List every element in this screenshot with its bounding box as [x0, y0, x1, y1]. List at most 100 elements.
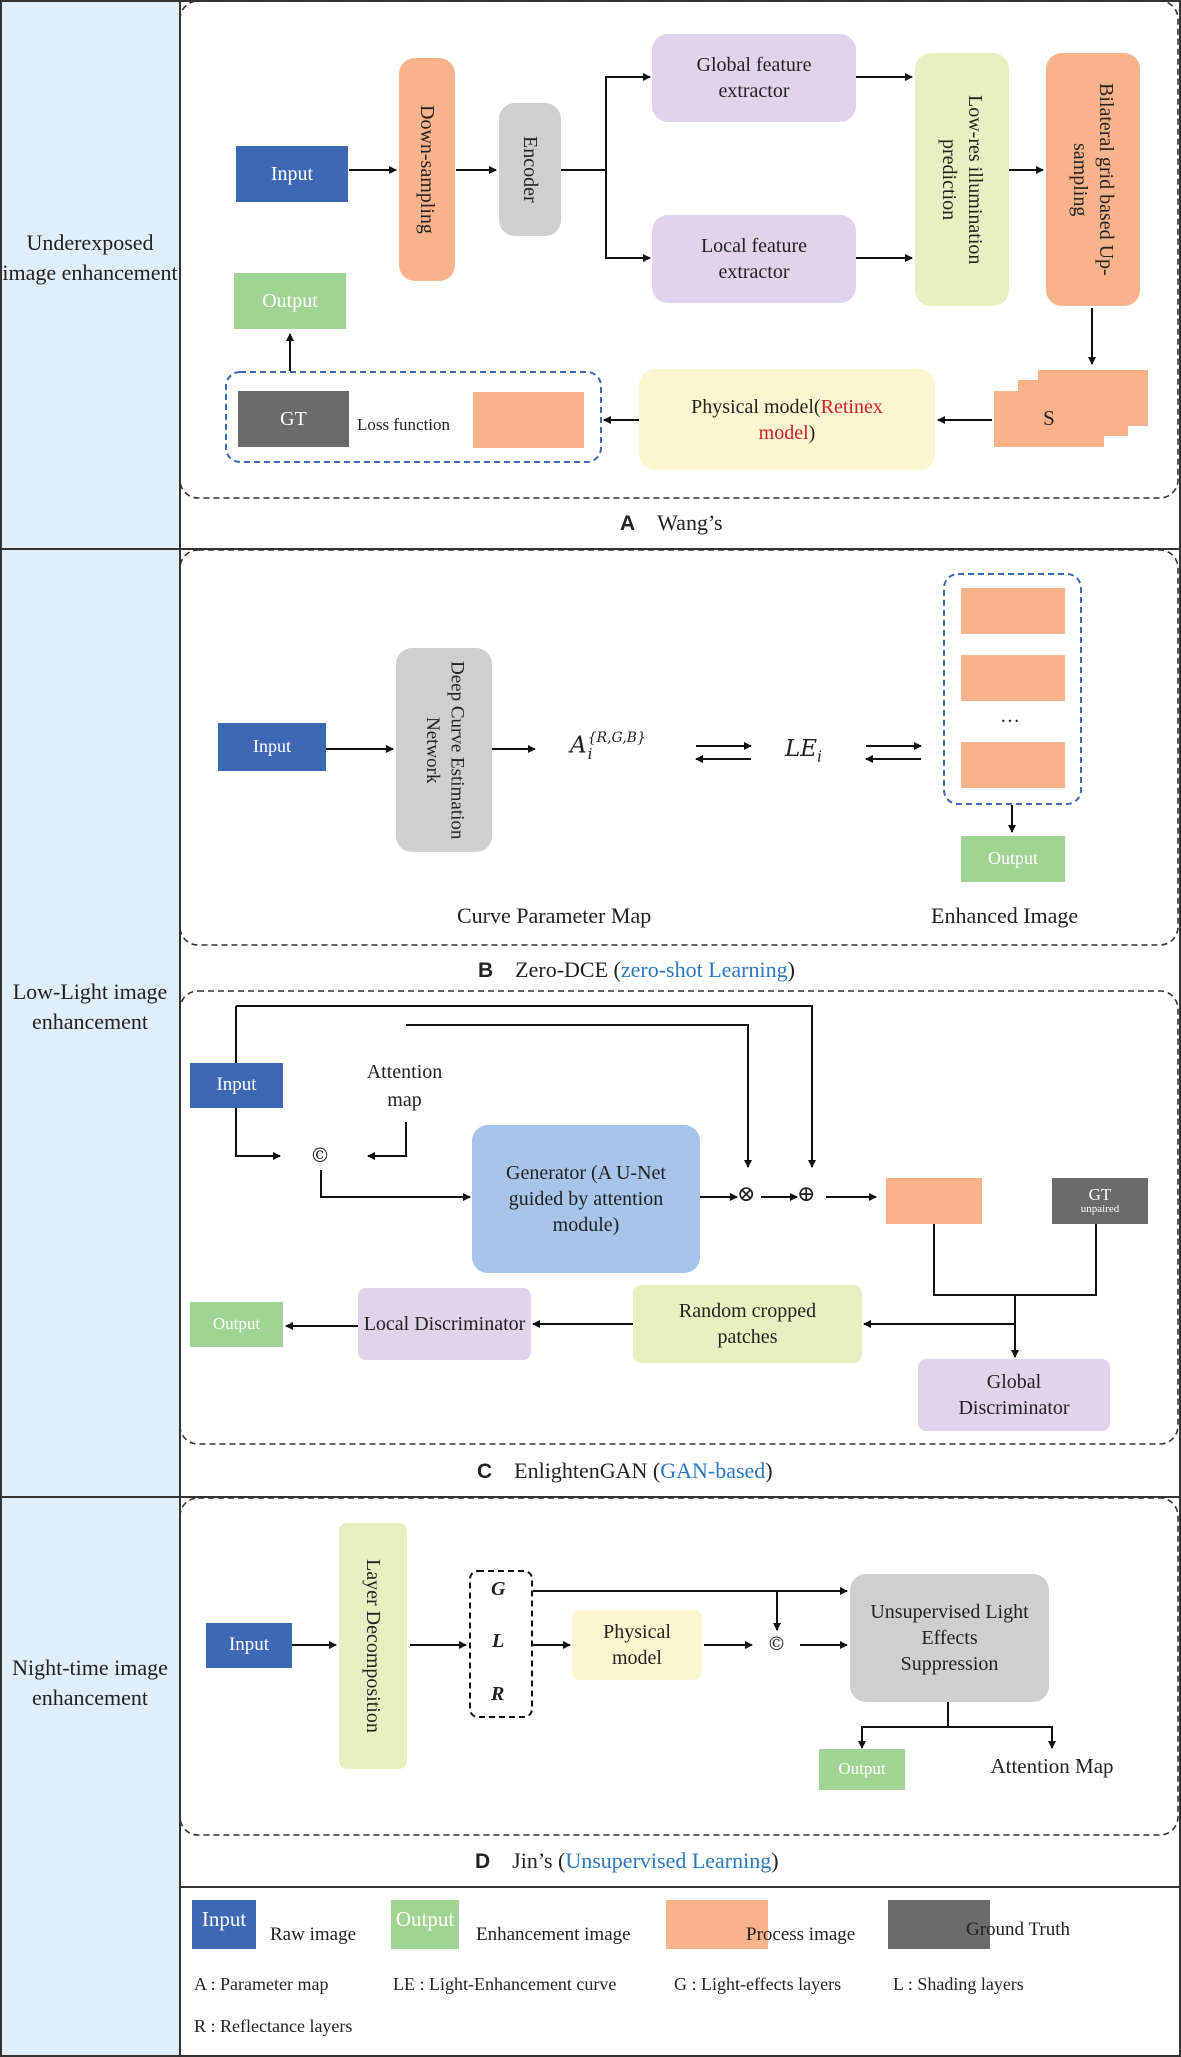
- b-parameter-symbol: A{R,G,B}i: [570, 730, 646, 763]
- layer-group: [469, 1570, 533, 1718]
- c-gt-sub-label: unpaired: [1080, 1203, 1120, 1216]
- a-retinex-label: Retinex model: [758, 395, 883, 444]
- d-attention-map-label: Attention Map: [990, 1754, 1114, 1778]
- c-global-disc-node: Global Discriminator: [918, 1359, 1110, 1431]
- c-concat-symbol: ©: [310, 1143, 330, 1167]
- b-letter: B: [478, 959, 494, 982]
- legend-def-a: A : Parameter map: [194, 1974, 329, 1994]
- side-label-night-time: Night-time image enhancement: [12, 1655, 168, 1710]
- a-encoder-label: Encoder: [519, 136, 541, 203]
- legend-process-swatch: [666, 1900, 768, 1949]
- a-process-image-node: [473, 392, 584, 448]
- legend-def-l: L : Shading layers: [893, 1974, 1024, 1994]
- c-output-node: Output: [190, 1302, 283, 1347]
- d-output-node: Output: [819, 1749, 905, 1790]
- a-low-res-node: Low-res illumination prediction: [915, 53, 1009, 306]
- b-curve-param-map-label: Curve Parameter Map: [457, 903, 652, 928]
- c-multiply-symbol: ⊗: [737, 1182, 756, 1207]
- b-le-symbol: LEi: [785, 736, 822, 766]
- b-param-sup: {R,G,B}: [587, 730, 646, 746]
- c-letter: C: [477, 1460, 493, 1483]
- b-ellipsis: …: [1000, 705, 1020, 727]
- d-caption: D Jin’s (Unsupervised Learning): [475, 1848, 779, 1874]
- b-param-sub: i: [587, 745, 593, 764]
- d-g-label: G: [491, 1578, 506, 1600]
- enhanced-image-group: [943, 573, 1082, 805]
- d-caption-end: ): [771, 1848, 779, 1873]
- d-r-label: R: [491, 1683, 505, 1705]
- panel-b-frame: [179, 549, 1179, 946]
- a-physical-model-suffix: ): [808, 421, 816, 444]
- panel-d-frame: [179, 1497, 1179, 1836]
- a-caption-text: Wang’s: [657, 510, 723, 535]
- b-network-label: Deep Curve Estimation Network: [422, 660, 468, 840]
- a-down-sampling-node: Down-sampling: [399, 58, 455, 281]
- d-letter: D: [475, 1850, 491, 1873]
- a-caption: A Wang’s: [620, 510, 723, 536]
- a-local-feature-node: Local feature extractor: [652, 215, 856, 303]
- b-enhanced-image-3: [961, 742, 1065, 788]
- side-label-low-light: Low-Light image enhancement: [12, 979, 168, 1034]
- c-random-patches-node: Random cropped patches: [633, 1285, 862, 1363]
- a-physical-model-prefix: Physical model(: [691, 395, 821, 418]
- legend-ground-truth-swatch: [888, 1900, 990, 1949]
- c-caption-main: EnlightenGAN (: [514, 1458, 661, 1483]
- a-s-node: S: [994, 391, 1104, 447]
- d-concat-symbol: ©: [767, 1633, 786, 1655]
- b-network-node: Deep Curve Estimation Network: [396, 648, 492, 852]
- d-physical-model-node: Physical model: [572, 1610, 702, 1680]
- d-suppression-node: Unsupervised Light Effects Suppression: [850, 1574, 1049, 1702]
- legend-enhancement-image-label: Enhancement image: [476, 1924, 631, 1945]
- d-caption-main: Jin’s (: [512, 1848, 566, 1873]
- a-loss-function-label: Loss function: [357, 415, 451, 434]
- c-add-symbol: ⊕: [797, 1182, 816, 1207]
- d-l-label: L: [492, 1630, 505, 1652]
- d-layer-decomp-node: Layer Decomposition: [339, 1523, 407, 1769]
- legend-def-le: LE : Light-Enhancement curve: [393, 1974, 617, 1994]
- a-bilateral-label: Bilateral grid based Up-sampling: [1069, 83, 1117, 276]
- b-enhanced-image-1: [961, 588, 1065, 634]
- c-attention-map-label: Attention map: [366, 1061, 443, 1111]
- a-low-res-label: Low-res illumination prediction: [938, 94, 986, 265]
- side-label-underexposed: Underexposed image enhancement: [2, 230, 178, 285]
- c-generator-node: Generator (A U-Net guided by attention m…: [472, 1125, 700, 1273]
- a-down-sampling-label: Down-sampling: [416, 105, 438, 234]
- b-param-base: A: [570, 732, 587, 759]
- c-caption-highlight: GAN-based: [660, 1458, 766, 1483]
- a-encoder-node: Encoder: [499, 103, 561, 236]
- a-bilateral-node: Bilateral grid based Up-sampling: [1046, 53, 1140, 306]
- c-process-image-node: [886, 1178, 982, 1224]
- b-output-node: Output: [961, 836, 1065, 882]
- legend-def-r: R : Reflectance layers: [194, 2016, 353, 2036]
- legend-output-swatch: Output: [391, 1900, 459, 1949]
- sidebar-background: [0, 0, 180, 2057]
- b-le-base: LE: [785, 736, 818, 762]
- legend-ground-truth-label: Ground Truth: [966, 1919, 1070, 1940]
- d-input-node: Input: [206, 1623, 292, 1668]
- b-enhanced-image-2: [961, 655, 1065, 701]
- loss-function-group: [225, 371, 602, 463]
- legend-def-g: G : Light-effects layers: [674, 1974, 842, 1994]
- b-caption-end: ): [787, 957, 795, 982]
- b-enhanced-image-label: Enhanced Image: [931, 903, 1079, 928]
- panel-a-frame: [179, 0, 1179, 499]
- a-input-node: Input: [236, 146, 348, 202]
- legend-process-image-label: Process image: [746, 1924, 856, 1945]
- d-caption-highlight: Unsupervised Learning: [565, 1848, 772, 1873]
- d-layer-decomp-label: Layer Decomposition: [362, 1559, 384, 1733]
- b-le-sub: i: [817, 747, 822, 766]
- panel-c-frame: [179, 990, 1179, 1445]
- c-local-disc-node: Local Discriminator: [358, 1288, 531, 1360]
- a-global-feature-node: Global feature extractor: [652, 34, 856, 122]
- c-gt-node: GT unpaired: [1052, 1178, 1148, 1224]
- b-caption-main: Zero-DCE (: [515, 957, 621, 982]
- legend-input-swatch: Input: [192, 1900, 256, 1949]
- a-gt-node: GT: [238, 391, 349, 447]
- b-input-node: Input: [218, 723, 326, 771]
- c-input-node: Input: [190, 1063, 283, 1108]
- a-letter: A: [620, 512, 636, 535]
- b-caption-highlight: zero-shot Learning: [620, 957, 788, 982]
